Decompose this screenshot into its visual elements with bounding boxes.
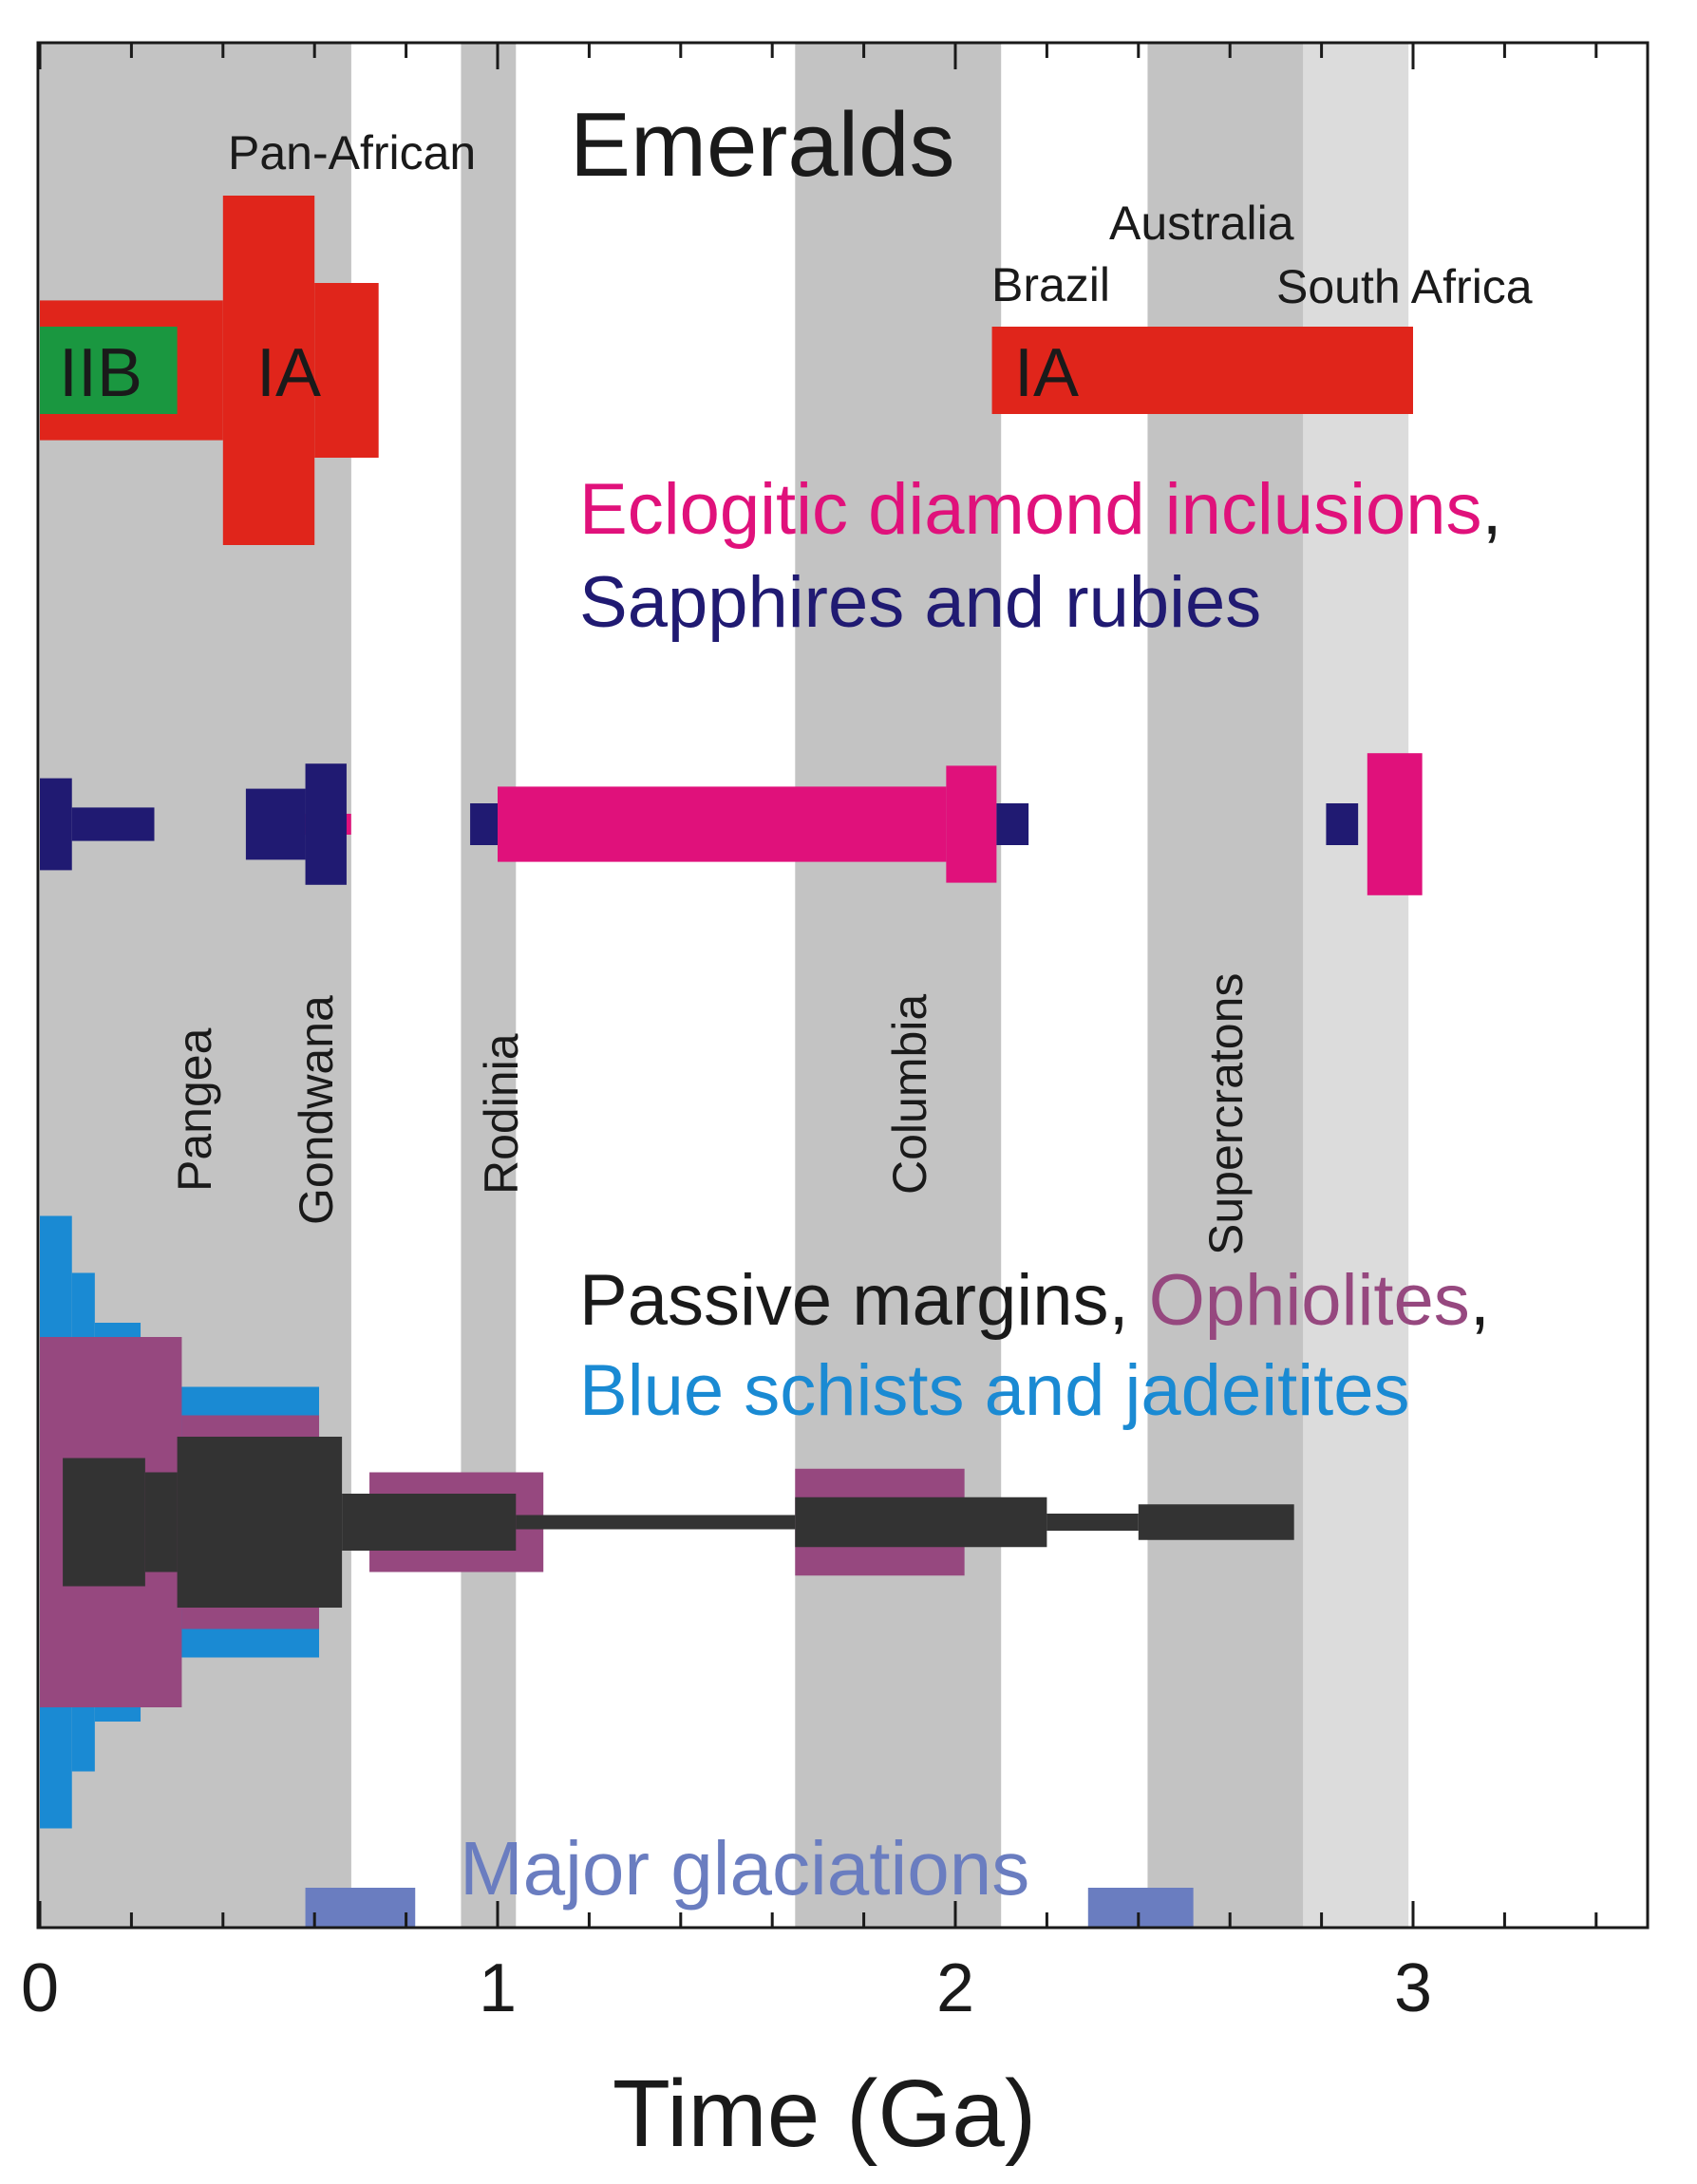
bar-sapphires-and-rubies-5 <box>996 803 1029 845</box>
sapphire-title: Sapphires and rubies <box>579 562 1261 643</box>
ophiolites-title: Ophiolites <box>1149 1260 1470 1341</box>
iib-label: IIB <box>59 335 142 411</box>
bar-sapphires-and-rubies-3 <box>305 763 347 885</box>
bar-passive-margins-2 <box>177 1437 343 1608</box>
band-label-pangea: Pangea <box>168 1027 221 1192</box>
brazil-label: Brazil <box>991 258 1110 311</box>
bar-ia-3 <box>991 327 1413 414</box>
x-tick-label-2: 2 <box>936 1950 974 2026</box>
band-label-gondwana: Gondwana <box>290 995 343 1225</box>
bar-sapphires-and-rubies-0 <box>40 778 72 871</box>
bar-eclogitic-diamond-inclusions-2 <box>946 765 997 883</box>
plot-frame <box>36 41 1650 1930</box>
comma-3: , <box>1470 1260 1490 1341</box>
diamond-sapphire-heading-line1: Eclogitic diamond inclusions, <box>579 469 1502 550</box>
band-label-supercratons: Supercratons <box>1199 973 1253 1255</box>
diamond-title: Eclogitic diamond inclusions <box>579 469 1481 550</box>
band-rodinia <box>461 43 517 1928</box>
pan-african-label: Pan-African <box>228 126 476 179</box>
bar-sapphires-and-rubies-6 <box>1326 803 1359 845</box>
bar-passive-margins-7 <box>1138 1504 1294 1540</box>
x-axis-ticks: 0 1 2 3 <box>21 43 1598 2026</box>
bar-glaciation-1 <box>1087 1888 1194 1928</box>
bar-eclogitic-diamond-inclusions-3 <box>1367 753 1423 895</box>
australia-label: Australia <box>1109 197 1294 250</box>
bar-ia-1 <box>222 196 315 545</box>
bar-passive-margins-4 <box>516 1515 796 1530</box>
comma-1: , <box>1481 469 1501 550</box>
x-tick-label-1: 1 <box>479 1950 517 2026</box>
passive-ophiolite-heading-line1: Passive margins, Ophiolites, <box>579 1260 1490 1341</box>
ia-left-label: IA <box>256 335 321 411</box>
data-bars <box>40 196 1423 1928</box>
bar-glaciation-0 <box>305 1888 416 1928</box>
bar-sapphires-and-rubies-4 <box>470 803 498 845</box>
bar-ia-2 <box>314 283 379 458</box>
x-axis-title: Time (Ga) <box>613 2061 1036 2167</box>
bar-sapphires-and-rubies-1 <box>71 807 155 841</box>
bar-passive-margins-1 <box>144 1472 178 1572</box>
bar-passive-margins-5 <box>795 1497 1047 1548</box>
band-label-rodinia: Rodinia <box>475 1033 528 1195</box>
bar-iib-0 <box>40 327 178 414</box>
bar-sapphires-and-rubies-2 <box>245 788 306 860</box>
x-tick-label-3: 3 <box>1394 1950 1432 2026</box>
x-tick-label-0: 0 <box>21 1950 59 2026</box>
blueschist-title: Blue schists and jadeitites <box>579 1350 1409 1431</box>
band-columbia <box>795 43 1002 1928</box>
passive-title: Passive margins <box>579 1260 1109 1341</box>
glaciation-title: Major glaciations <box>460 1826 1029 1911</box>
comma-2: , <box>1109 1260 1149 1341</box>
bar-passive-margins-6 <box>1046 1514 1139 1531</box>
emeralds-title: Emeralds <box>570 94 954 196</box>
bar-passive-margins-0 <box>63 1458 145 1587</box>
bar-passive-margins-3 <box>342 1494 517 1551</box>
band-label-columbia: Columbia <box>883 994 936 1195</box>
bar-eclogitic-diamond-inclusions-1 <box>498 786 947 862</box>
south-africa-label: South Africa <box>1276 260 1533 313</box>
band-light <box>1303 43 1409 1928</box>
ia-right-label: IA <box>1014 335 1079 411</box>
